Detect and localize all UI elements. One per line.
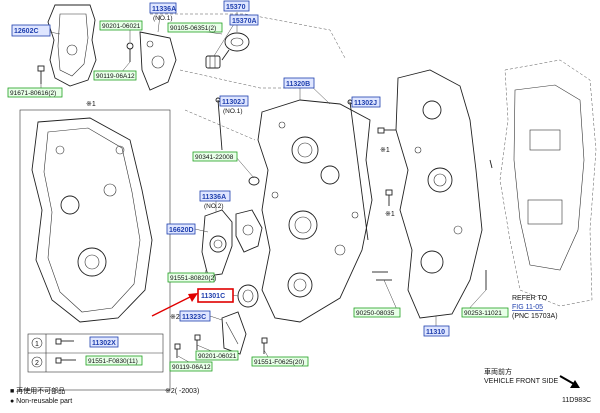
timing-cover-top-part bbox=[47, 4, 97, 87]
asterisk2-note: ※2( -2003) bbox=[165, 388, 199, 395]
label-90201-06021-bottom[interactable]: 90201-06021 bbox=[195, 350, 239, 361]
seal-15370-part bbox=[221, 32, 250, 61]
bolts-11310-part bbox=[372, 127, 493, 290]
highlight-arrow bbox=[151, 293, 198, 317]
label-15370A[interactable]: 15370A bbox=[229, 14, 259, 26]
label-11336A-mid[interactable]: 11336A bbox=[199, 190, 231, 202]
svg-text:90201-06021: 90201-06021 bbox=[198, 353, 237, 360]
label-11323C[interactable]: 11323C bbox=[179, 310, 211, 322]
front-label-jp: 車両前方 bbox=[484, 367, 512, 376]
stud-right-part bbox=[347, 99, 369, 241]
label-11320B[interactable]: 11320B bbox=[283, 77, 315, 89]
bolt-91671-part bbox=[37, 65, 45, 84]
front-label-en: VEHICLE FRONT SIDE bbox=[484, 378, 558, 385]
note-no1-mid: (NO.1) bbox=[223, 108, 243, 115]
svg-text:91551-F0830(11): 91551-F0830(11) bbox=[88, 358, 138, 365]
svg-text:90105-06351(2): 90105-06351(2) bbox=[170, 25, 216, 32]
label-90105-06351[interactable]: 90105-06351(2) bbox=[167, 22, 223, 33]
svg-text:11336A: 11336A bbox=[152, 6, 176, 13]
bolts-lower-part bbox=[174, 334, 268, 358]
svg-text:16620D: 16620D bbox=[169, 227, 194, 234]
svg-text:91551-80820(2): 91551-80820(2) bbox=[170, 275, 216, 282]
svg-text:90341-22008: 90341-22008 bbox=[195, 154, 234, 161]
note-no1-top: (NO.1) bbox=[153, 15, 173, 22]
note-no2: (NO.2) bbox=[204, 203, 224, 210]
asterisk1-c: ※1 bbox=[385, 211, 395, 218]
svg-text:90119-06A12: 90119-06A12 bbox=[96, 73, 135, 80]
label-11302J-left[interactable]: 11302J bbox=[219, 95, 249, 107]
label-11302J-right[interactable]: 11302J bbox=[351, 96, 381, 108]
label-90119-06A12-top[interactable]: 90119-06A12 bbox=[93, 70, 137, 81]
label-90341-22008[interactable]: 90341-22008 bbox=[192, 151, 238, 162]
label-90250-08035[interactable]: 90250-08035 bbox=[353, 307, 401, 318]
label-91551-F0625[interactable]: 91551-F0625(20) bbox=[251, 356, 309, 367]
svg-text:11323C: 11323C bbox=[182, 314, 206, 321]
svg-text:90119-06A12: 90119-06A12 bbox=[172, 364, 211, 371]
label-91551-F0830[interactable]: 91551-F0830(11) bbox=[85, 355, 143, 366]
inset-frame bbox=[19, 109, 171, 391]
label-91671-80616[interactable]: 91671-80616(2) bbox=[7, 87, 63, 98]
svg-text:11310: 11310 bbox=[426, 329, 445, 336]
table-row-num-2: 2 bbox=[35, 360, 39, 367]
label-11301C-highlighted[interactable]: 11301C bbox=[197, 288, 234, 303]
figure-code: 11D983C bbox=[562, 397, 591, 404]
asterisk1-b: ※1 bbox=[380, 147, 390, 154]
svg-text:11301C: 11301C bbox=[201, 293, 225, 300]
svg-text:12602C: 12602C bbox=[14, 28, 39, 35]
ghost-line-lower bbox=[184, 109, 256, 141]
gasket-11323C-part bbox=[221, 311, 247, 355]
svg-text:91671-80616(2): 91671-80616(2) bbox=[10, 90, 56, 97]
bolt-90201-top-part bbox=[126, 42, 134, 62]
label-11302X[interactable]: 11302X bbox=[89, 336, 119, 348]
bracket-11336A-top-part bbox=[139, 31, 177, 91]
timing-case-11310-part bbox=[395, 69, 483, 319]
legend-jp: ■ 再使用不可部品 bbox=[10, 386, 65, 395]
svg-text:90253-11021: 90253-11021 bbox=[464, 310, 502, 317]
svg-text:11302J: 11302J bbox=[354, 100, 377, 107]
refer-line-3: (PNC 15703A) bbox=[512, 313, 558, 320]
timing-chain-cover-part bbox=[257, 99, 373, 323]
ghost-line-mid bbox=[179, 69, 300, 89]
refer-line-1: REFER TO bbox=[512, 295, 548, 302]
label-11336A-top[interactable]: 11336A bbox=[149, 2, 177, 14]
asterisk2-mark: ※2 bbox=[170, 314, 180, 321]
label-15370[interactable]: 15370 bbox=[223, 0, 250, 12]
leader-lines bbox=[40, 12, 487, 367]
label-12602C[interactable]: 12602C bbox=[11, 24, 51, 37]
legend-en: ● Non-reusable part bbox=[10, 398, 72, 405]
svg-text:11320B: 11320B bbox=[286, 81, 310, 88]
label-16620D[interactable]: 16620D bbox=[166, 223, 196, 235]
svg-text:15370: 15370 bbox=[226, 4, 246, 11]
inset-cover-outline bbox=[31, 117, 153, 323]
engine-block-ghost bbox=[499, 59, 597, 307]
label-91551-80820[interactable]: 91551-80820(2) bbox=[167, 272, 216, 283]
refer-line-2-link[interactable]: FIG 11-05 bbox=[512, 304, 543, 311]
svg-text:90201-06021: 90201-06021 bbox=[102, 23, 141, 30]
table-row-num-1: 1 bbox=[35, 341, 39, 348]
label-90201-06021-top[interactable]: 90201-06021 bbox=[99, 20, 143, 31]
svg-text:11302J: 11302J bbox=[222, 99, 245, 106]
oil-seal-11301C-part bbox=[237, 284, 259, 308]
plug-90341-part bbox=[248, 176, 260, 186]
label-11310[interactable]: 11310 bbox=[423, 325, 450, 337]
tensioner-part bbox=[201, 209, 263, 277]
svg-text:90250-08035: 90250-08035 bbox=[356, 310, 395, 317]
label-90253-11021[interactable]: 90253-11021 bbox=[461, 307, 509, 318]
svg-text:11302X: 11302X bbox=[92, 340, 116, 347]
vehicle-front-arrow-icon bbox=[559, 375, 580, 388]
svg-text:91551-F0625(20): 91551-F0625(20) bbox=[254, 359, 304, 366]
ghost-line-top bbox=[150, 13, 346, 59]
cap-15370A-part bbox=[205, 55, 221, 69]
svg-text:15370A: 15370A bbox=[232, 18, 257, 25]
svg-text:11336A: 11336A bbox=[202, 194, 226, 201]
asterisk1-a: ※1 bbox=[86, 101, 96, 108]
label-90119-06A12-bottom[interactable]: 90119-06A12 bbox=[169, 361, 213, 372]
inset-bolt-table bbox=[27, 333, 164, 373]
